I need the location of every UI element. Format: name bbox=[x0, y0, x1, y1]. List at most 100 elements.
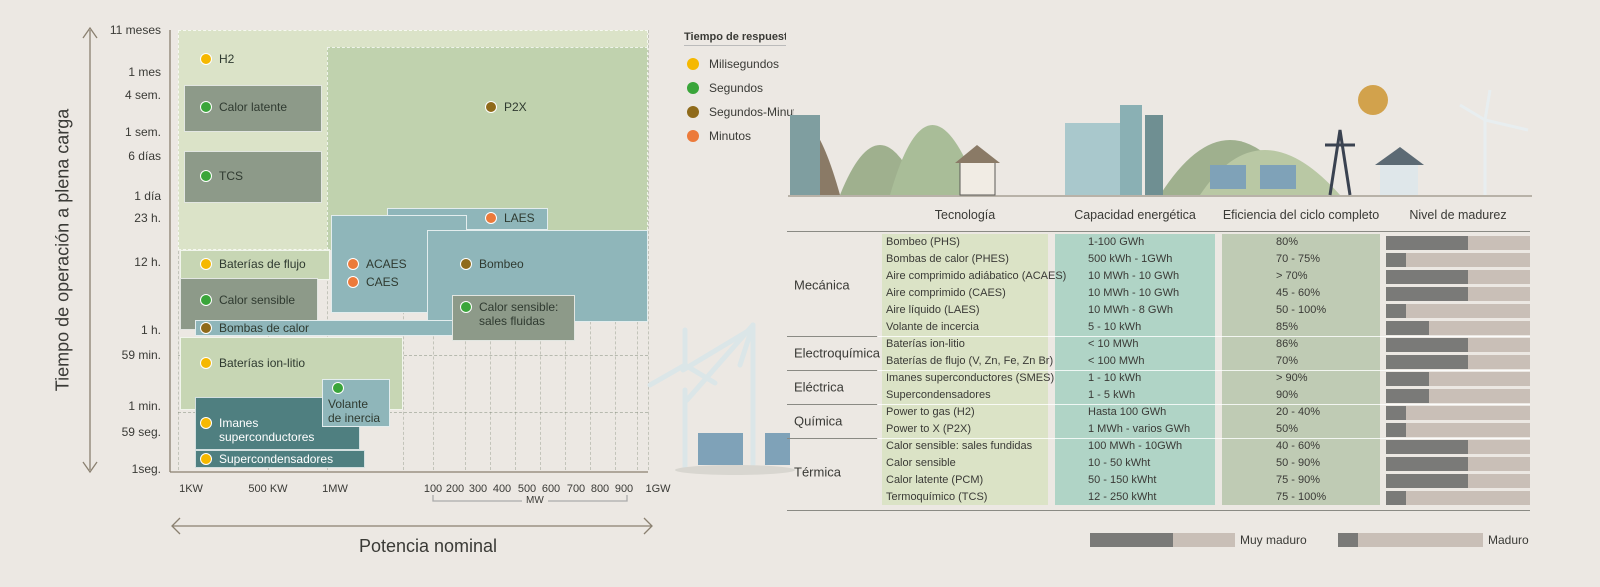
efficiency-cell: 80% bbox=[1276, 236, 1299, 248]
technology-label: H2 bbox=[219, 52, 235, 66]
response-time-dot bbox=[460, 301, 472, 313]
efficiency-cell: > 70% bbox=[1276, 270, 1308, 282]
x-tick-label: 700 bbox=[566, 483, 586, 495]
maturity-fill bbox=[1386, 406, 1407, 420]
maturity-fill bbox=[1386, 474, 1469, 488]
maturity-bar bbox=[1386, 423, 1530, 437]
maturity-bar bbox=[1386, 253, 1530, 267]
maturity-fill bbox=[1386, 236, 1469, 250]
x-tick-label: 500 bbox=[517, 483, 537, 495]
y-tick-label: 1 mes bbox=[128, 65, 161, 79]
legend-label: Segundos bbox=[709, 81, 764, 95]
efficiency-cell: > 90% bbox=[1276, 372, 1308, 384]
capacity-cell: 1-100 GWh bbox=[1088, 236, 1145, 248]
category-label: Térmica bbox=[794, 464, 841, 480]
technology-label: Bombeo bbox=[479, 257, 524, 271]
y-tick-label: 1 h. bbox=[140, 323, 161, 337]
x-tick-label: 900 bbox=[614, 483, 634, 495]
grid-line bbox=[648, 30, 649, 470]
efficiency-cell: 75 - 90% bbox=[1276, 474, 1321, 486]
response-time-dot bbox=[485, 101, 497, 113]
capacity-cell: 500 kWh - 1GWh bbox=[1088, 253, 1173, 265]
efficiency-cell: 70% bbox=[1276, 355, 1299, 367]
maturity-fill bbox=[1386, 270, 1469, 284]
maturity-bar bbox=[1386, 236, 1530, 250]
capacity-cell: 1 - 5 kWh bbox=[1088, 389, 1136, 401]
column-header: Nivel de madurez bbox=[1409, 208, 1507, 222]
x-axis-label: Potencia nominal bbox=[358, 536, 498, 556]
capacity-cell: 1 MWh - varios GWh bbox=[1088, 423, 1191, 435]
response-time-dot bbox=[200, 170, 212, 182]
capacity-cell: 10 MWh - 10 GWh bbox=[1088, 270, 1180, 282]
category-label: Electroquímica bbox=[794, 345, 880, 361]
response-time-dot bbox=[200, 357, 212, 369]
y-tick-label: 59 seg. bbox=[121, 425, 161, 439]
maturity-legend-label: Maduro bbox=[1488, 533, 1529, 547]
group-divider bbox=[878, 370, 1530, 371]
technology-cell: Volante de incercia bbox=[886, 321, 979, 333]
y-tick-label: 12 h. bbox=[134, 255, 161, 269]
maturity-fill bbox=[1386, 389, 1430, 403]
technology-cell: Termoquímico (TCS) bbox=[886, 491, 988, 503]
response-time-dot bbox=[200, 417, 212, 429]
group-divider bbox=[878, 404, 1530, 405]
capacity-cell: Hasta 100 GWh bbox=[1088, 406, 1167, 418]
technology-cell: Imanes superconductores (SMES) bbox=[886, 372, 1055, 384]
grid-line bbox=[178, 30, 179, 470]
technology-label: Baterías ion-litio bbox=[219, 356, 306, 370]
x-tick-label: 1MW bbox=[322, 483, 348, 495]
legend-label: Milisegundos bbox=[709, 57, 780, 71]
y-axis-label: Tiempo de operación a plena carga bbox=[52, 108, 73, 392]
maturity-bar bbox=[1386, 440, 1530, 454]
response-time-dot bbox=[347, 258, 359, 270]
category-label: Química bbox=[794, 413, 843, 429]
legend-item: Minutos bbox=[687, 129, 751, 143]
category-label: Mecánica bbox=[794, 277, 850, 293]
energy-landscape-illustration bbox=[647, 85, 1532, 475]
legend-label: Minutos bbox=[709, 129, 752, 143]
x-tick-label: 500 KW bbox=[248, 483, 288, 495]
maturity-fill bbox=[1386, 423, 1407, 437]
column-header: Capacidad energética bbox=[1074, 208, 1196, 222]
efficiency-cell: 90% bbox=[1276, 389, 1299, 401]
capacity-cell: 10 - 50 kWht bbox=[1088, 457, 1151, 469]
maturity-fill bbox=[1386, 321, 1430, 335]
technology-cell: Calor sensible: sales fundidas bbox=[886, 440, 1033, 452]
y-tick-label: 1 día bbox=[134, 189, 161, 203]
y-tick-label: 6 días bbox=[128, 149, 161, 163]
x-tick-label: 300 bbox=[468, 483, 488, 495]
efficiency-cell: 20 - 40% bbox=[1276, 406, 1321, 418]
technology-label: Imanes superconductores bbox=[219, 416, 315, 444]
maturity-fill bbox=[1090, 533, 1173, 547]
maturity-fill bbox=[1386, 287, 1469, 301]
capacity-cell: 12 - 250 kWht bbox=[1088, 491, 1157, 503]
maturity-bar bbox=[1386, 355, 1530, 369]
grid-line bbox=[178, 355, 648, 356]
technology-cell: Power to gas (H2) bbox=[886, 406, 975, 418]
legend-item: Milisegundos bbox=[687, 57, 779, 71]
maturity-fill bbox=[1338, 533, 1359, 547]
technology-cell: Calor latente (PCM) bbox=[886, 474, 984, 486]
column-background bbox=[882, 234, 1048, 505]
x-unit-bracket-label: MW bbox=[522, 495, 548, 506]
y-tick-label: 59 min. bbox=[121, 348, 161, 362]
efficiency-cell: 50 - 90% bbox=[1276, 457, 1321, 469]
maturity-bar bbox=[1386, 474, 1530, 488]
maturity-bar bbox=[1386, 457, 1530, 471]
legend-dot bbox=[687, 106, 699, 118]
y-tick-label: 1seg. bbox=[131, 462, 161, 476]
technology-label: ACAES bbox=[366, 257, 407, 271]
group-divider bbox=[878, 336, 1530, 337]
maturity-fill bbox=[1386, 457, 1469, 471]
table-bottom-divider bbox=[787, 510, 1530, 511]
maturity-bar bbox=[1386, 372, 1530, 386]
maturity-fill bbox=[1386, 338, 1469, 352]
group-divider bbox=[787, 370, 877, 371]
y-tick-label: 1 sem. bbox=[124, 125, 161, 139]
maturity-legend-bar bbox=[1090, 533, 1235, 547]
technology-label: Supercondensadores bbox=[219, 452, 334, 466]
technology-label: TCS bbox=[219, 169, 243, 183]
maturity-fill bbox=[1386, 491, 1407, 505]
legend-dot bbox=[687, 58, 699, 70]
maturity-bar bbox=[1386, 406, 1530, 420]
